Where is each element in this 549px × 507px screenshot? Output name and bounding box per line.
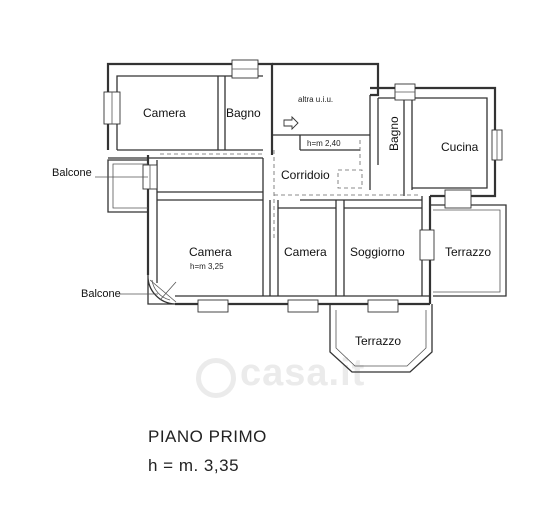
room-label-corridoio: Corridoio bbox=[281, 168, 330, 182]
interior-walls bbox=[108, 76, 430, 296]
room-label-terrazzo-s: Terrazzo bbox=[355, 334, 401, 348]
room-label-bagno-n: Bagno bbox=[226, 106, 261, 120]
room-label-cucina: Cucina bbox=[441, 140, 479, 154]
windows bbox=[103, 59, 503, 313]
label-balcone-west: Balcone bbox=[52, 167, 92, 179]
balcone-west bbox=[95, 159, 148, 213]
label-balcone-southwest: Balcone bbox=[81, 288, 121, 300]
room-label-camera-nw: Camera bbox=[143, 106, 186, 120]
room-label-bagno-e: Bagno bbox=[387, 116, 401, 151]
room-label-terrazzo-e: Terrazzo bbox=[445, 245, 491, 259]
floor-height: h = m. 3,35 bbox=[148, 456, 240, 475]
watermark-logo-icon bbox=[196, 358, 236, 398]
floor-title: PIANO PRIMO bbox=[148, 427, 267, 446]
room-label-soggiorno: Soggiorno bbox=[350, 245, 405, 259]
altra-height-label: h=m 2,40 bbox=[307, 139, 341, 148]
room-label-camera-big: Camera bbox=[189, 245, 232, 259]
dashed-openings bbox=[160, 140, 420, 240]
watermark: casa.it bbox=[240, 352, 366, 394]
camera-big-height-label: h=m 3,25 bbox=[190, 262, 224, 271]
terrazzo-south bbox=[329, 304, 433, 373]
room-label-camera-mid: Camera bbox=[284, 245, 327, 259]
room-label-altra-uiu: altra u.i.u. bbox=[298, 95, 333, 104]
arrow-icon bbox=[283, 115, 299, 131]
balcone-southwest bbox=[120, 274, 177, 305]
